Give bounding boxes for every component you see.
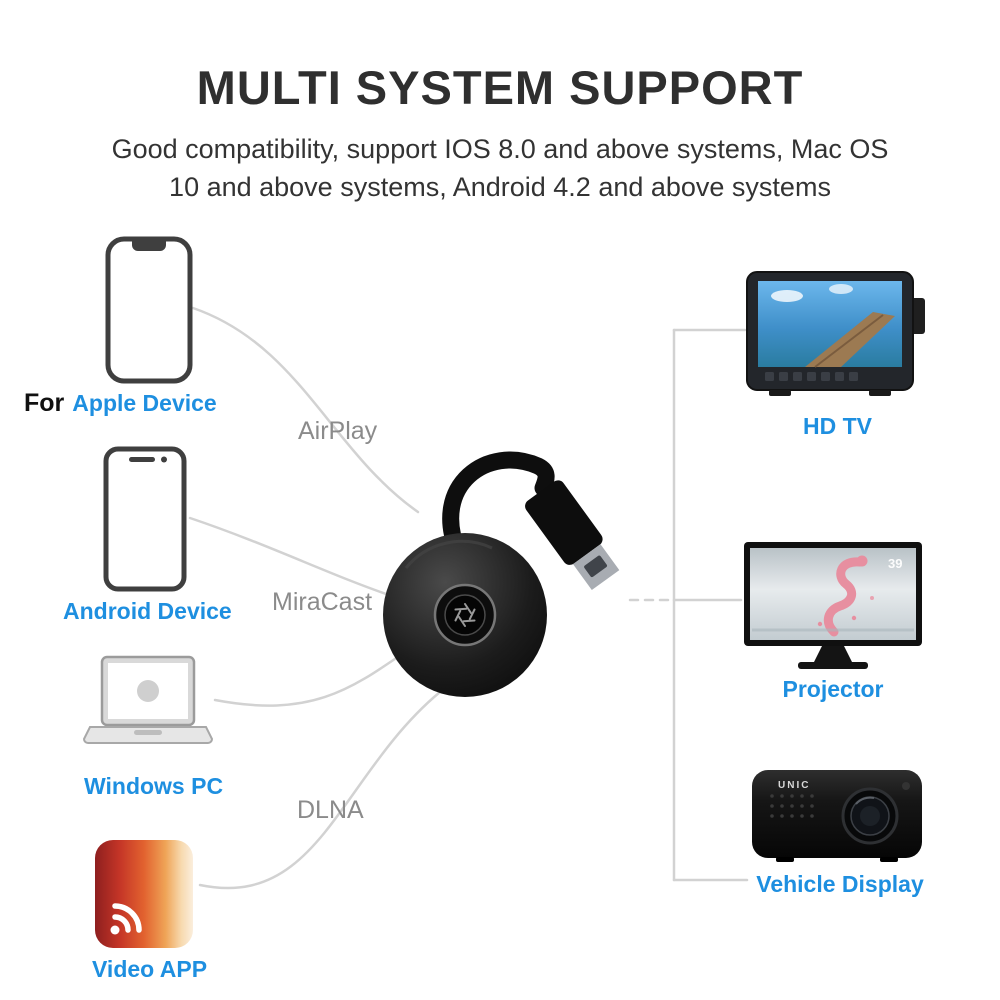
tv-buttons <box>765 372 858 381</box>
android-device-label: Android Device <box>63 598 232 624</box>
wireless-display-dongle-image <box>360 430 660 720</box>
protocol-airplay: AirPlay <box>298 417 378 445</box>
aperture-glyph <box>454 603 476 627</box>
hdmi-connector <box>525 480 620 591</box>
apple-device-caption: For Apple Device <box>24 389 217 418</box>
projector-screen-badge: 39 <box>888 556 903 571</box>
apple-device-label: Apple Device <box>72 390 217 416</box>
line-android-to-dongle <box>188 516 394 598</box>
flamingo-splash <box>823 557 865 637</box>
line-apple-to-dongle <box>191 306 420 514</box>
for-prefix: For <box>24 389 65 417</box>
dongle-cable <box>442 451 555 561</box>
line-windows-to-dongle <box>213 650 407 707</box>
subtitle: Good compatibility, support IOS 8.0 and … <box>0 130 1000 206</box>
laptop-icon <box>82 655 214 755</box>
hdtv-icon <box>745 268 930 404</box>
windows-pc-label: Windows PC <box>84 773 224 799</box>
subtitle-line-2: 10 and above systems, Android 4.2 and ab… <box>169 172 831 202</box>
video-app-label: Video APP <box>92 956 208 982</box>
subtitle-line-1: Good compatibility, support IOS 8.0 and … <box>111 134 889 164</box>
protocol-dlna: DLNA <box>297 796 364 824</box>
video-app-icon <box>93 838 195 950</box>
page-title: MULTI SYSTEM SUPPORT <box>196 61 804 114</box>
vehicle-display-label: Vehicle Display <box>756 871 924 897</box>
vent-dots <box>770 794 814 818</box>
projector-icon <box>742 540 924 672</box>
vehicle-display-brand: UNIC <box>778 780 811 791</box>
vehicle-display-icon <box>748 760 930 865</box>
protocol-miracast: MiraCast <box>272 588 373 616</box>
projector-label: Projector <box>782 676 884 702</box>
line-videoapp-to-dongle <box>198 690 442 890</box>
android-phone-icon <box>103 446 187 592</box>
iphone-icon <box>105 236 193 384</box>
hdtv-label: HD TV <box>803 413 872 439</box>
wifi-cast-glyph <box>112 903 142 933</box>
